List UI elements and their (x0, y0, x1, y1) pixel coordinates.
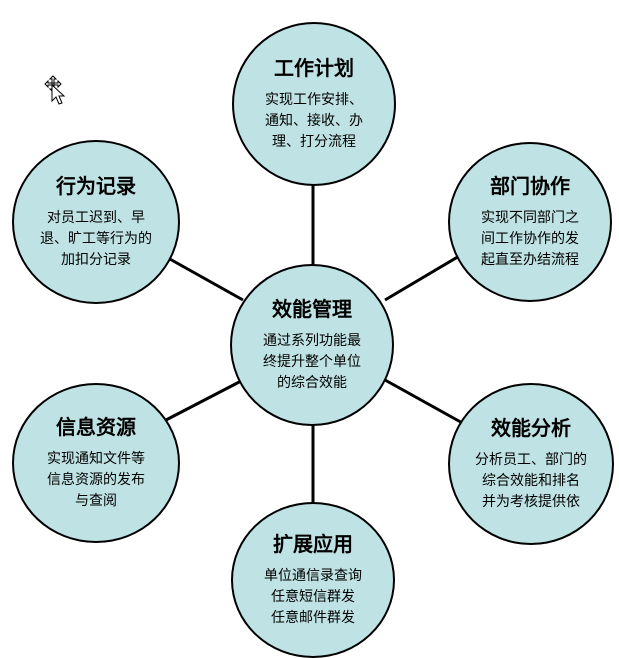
node-desc: 分析员工、部门的 综合效能和排名 并为考核提供依 (475, 451, 587, 510)
node-title: 扩展应用 (273, 531, 353, 556)
node-title: 部门协作 (490, 173, 570, 198)
node-desc: 单位通信录查询 任意短信群发 任意邮件群发 (264, 567, 362, 626)
node-title: 效能分析 (491, 415, 571, 440)
node-desc: 实现通知文件等 信息资源的发布 与查阅 (47, 450, 145, 509)
node-title: 效能管理 (272, 296, 352, 321)
connector-line-info-resources (165, 378, 244, 422)
node-desc: 实现工作安排、 通知、接收、办 理、打分流程 (265, 91, 363, 150)
node-desc: 通过系列功能最 终提升整个单位 的综合效能 (263, 332, 361, 391)
node-dept-collab: 部门协作 实现不同部门之 间工作协作的发 起直至办结流程 (448, 142, 612, 302)
node-behavior-record: 行为记录 对员工迟到、早 退、旷工等行为的 加扣分记录 (12, 140, 180, 304)
move-cursor-icon (44, 75, 66, 105)
node-title: 工作计划 (274, 55, 354, 80)
node-desc: 对员工迟到、早 退、旷工等行为的 加扣分记录 (40, 209, 152, 268)
node-efficiency-analysis: 效能分析 分析员工、部门的 综合效能和排名 并为考核提供依 (448, 383, 614, 545)
node-title: 信息资源 (56, 414, 136, 439)
node-title: 行为记录 (56, 173, 136, 198)
connector-line-behavior-record (167, 256, 244, 302)
node-extended-apps: 扩展应用 单位通信录查询 任意短信群发 任意邮件群发 (231, 502, 395, 658)
node-desc: 实现不同部门之 间工作协作的发 起直至办结流程 (481, 209, 579, 268)
connector-line-efficiency-analysis (384, 378, 467, 427)
node-info-resources: 信息资源 实现通知文件等 信息资源的发布 与查阅 (12, 383, 180, 543)
connector-line-dept-collab (384, 250, 467, 302)
node-center-efficiency-management: 效能管理 通过系列功能最 终提升整个单位 的综合效能 (230, 264, 394, 426)
node-work-plan: 工作计划 实现工作安排、 通知、接收、办 理、打分流程 (232, 22, 396, 186)
